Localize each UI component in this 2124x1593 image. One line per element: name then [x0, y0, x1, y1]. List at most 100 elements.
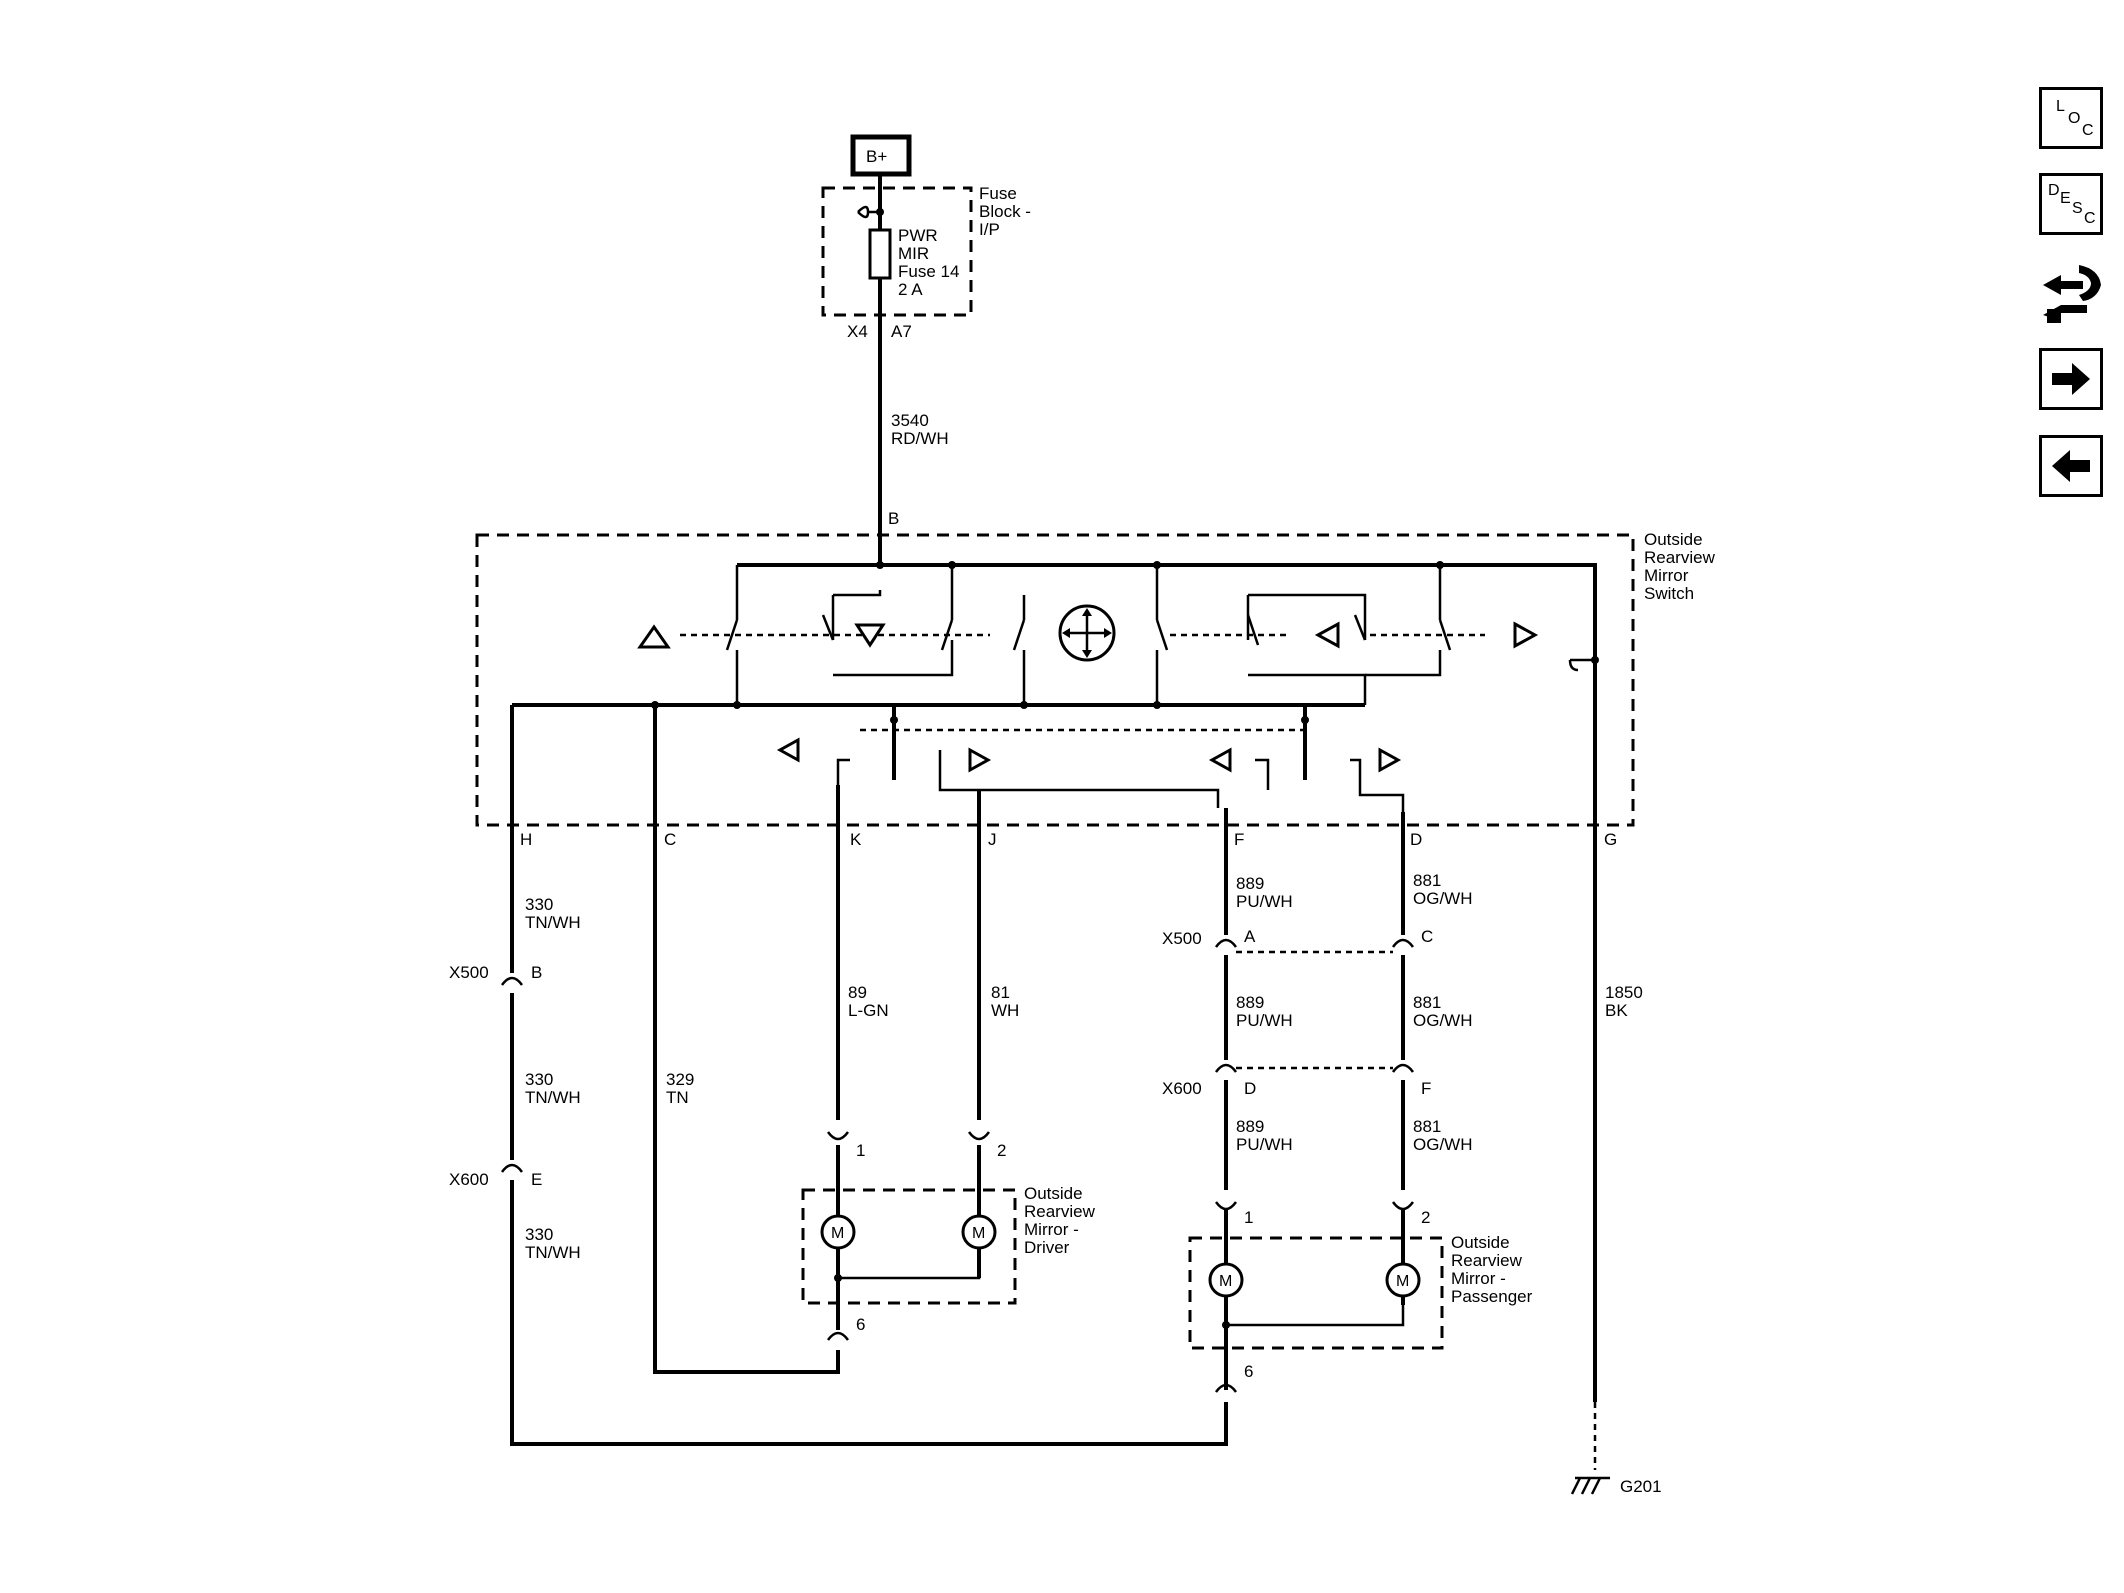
arrow-left-icon: [2052, 450, 2090, 482]
feed-wire-color: RD/WH: [891, 429, 949, 448]
passenger-motor-1-label: M: [1219, 1273, 1232, 1290]
switch-title-1: Outside: [1644, 530, 1703, 549]
passenger-mirror: M M Outside Rearview Mirror - Passenger …: [1188, 1208, 1533, 1381]
fuse-label-1: PWR: [898, 226, 938, 245]
x600-right-pin-f: F: [1421, 1079, 1431, 1098]
wire-d-b-circuit: 881: [1413, 993, 1441, 1012]
wire-c-circuit: 329: [666, 1070, 694, 1089]
passenger-pin-2: 2: [1421, 1208, 1430, 1227]
wire-c-color: TN: [666, 1088, 689, 1107]
x500-left-pin: B: [531, 963, 542, 982]
fuse-block-title-2: Block -: [979, 202, 1031, 221]
wire-f-a-color: PU/WH: [1236, 892, 1293, 911]
switch-pin-h: H: [520, 830, 532, 849]
switch-pin-c: C: [664, 830, 676, 849]
wire-d-c-color: OG/WH: [1413, 1135, 1473, 1154]
wire-j-color: WH: [991, 1001, 1019, 1020]
next-button[interactable]: [2039, 348, 2103, 410]
wire-f-b-circuit: 889: [1236, 993, 1264, 1012]
wire-h-b-color: TN/WH: [525, 1088, 581, 1107]
wire-d-c-circuit: 881: [1413, 1117, 1441, 1136]
passenger-pin-1: 1: [1244, 1208, 1253, 1227]
wire-h-a-circuit: 330: [525, 895, 553, 914]
battery-source: B+: [850, 134, 912, 177]
switch-title-2: Rearview: [1644, 548, 1716, 567]
previous-button[interactable]: [2039, 435, 2103, 497]
passenger-mirror-title-3: Mirror -: [1451, 1269, 1506, 1288]
fuse-label-3: Fuse 14: [898, 262, 959, 281]
wire-h-c-color: TN/WH: [525, 1243, 581, 1262]
driver-mirror: M M Outside Rearview Mirror - Driver 1 2…: [801, 1141, 1096, 1334]
x500-left-name: X500: [449, 963, 489, 982]
driver-mirror-title-2: Rearview: [1024, 1202, 1096, 1221]
driver-mirror-title-1: Outside: [1024, 1184, 1083, 1203]
wire-f-a-circuit: 889: [1236, 874, 1264, 893]
passenger-pin-6: 6: [1244, 1362, 1253, 1381]
wire-h-c-circuit: 330: [525, 1225, 553, 1244]
wire-h-b-circuit: 330: [525, 1070, 553, 1089]
switch-pin-f: F: [1234, 830, 1244, 849]
feed-wire-circuit: 3540: [891, 411, 929, 430]
x500-right-name: X500: [1162, 929, 1202, 948]
connector-tool-icon: [2043, 265, 2101, 323]
fuse-label-4: 2 A: [898, 280, 923, 299]
driver-motor-2-label: M: [972, 1225, 985, 1242]
location-button[interactable]: L O C: [2039, 87, 2103, 149]
desc-letter-c: C: [2084, 210, 2096, 227]
passenger-mirror-title-1: Outside: [1451, 1233, 1510, 1252]
switch-pin-j: J: [988, 830, 997, 849]
switch-title-4: Switch: [1644, 584, 1694, 603]
passenger-mirror-title-2: Rearview: [1451, 1251, 1523, 1270]
fuse-block-title-3: I/P: [979, 220, 1000, 239]
switch-pin-g: G: [1604, 830, 1617, 849]
wire-j-circuit: 81: [991, 983, 1010, 1002]
fuse-pin-left: X4: [847, 322, 868, 341]
driver-mirror-title-3: Mirror -: [1024, 1220, 1079, 1239]
switch-pin-d: D: [1410, 830, 1422, 849]
wire-g-color: BK: [1605, 1001, 1628, 1020]
driver-motor-1-label: M: [831, 1225, 844, 1242]
wire-f-b-color: PU/WH: [1236, 1011, 1293, 1030]
x600-right-name: X600: [1162, 1079, 1202, 1098]
driver-mirror-title-4: Driver: [1024, 1238, 1070, 1257]
battery-label: B+: [866, 147, 887, 166]
connector-tool-button[interactable]: [2039, 255, 2105, 331]
x600-left-name: X600: [449, 1170, 489, 1189]
x600-left-pin: E: [531, 1170, 542, 1189]
ground-label: G201: [1620, 1477, 1662, 1496]
passenger-motor-2-label: M: [1396, 1273, 1409, 1290]
loc-letter-c: C: [2082, 122, 2094, 139]
switch-pin-b: B: [888, 509, 899, 528]
x500-right-pin-a: A: [1244, 927, 1256, 946]
fuse-block-title-1: Fuse: [979, 184, 1017, 203]
desc-letter-d: D: [2048, 182, 2060, 199]
driver-pin-2: 2: [997, 1141, 1006, 1160]
wire-d-a-color: OG/WH: [1413, 889, 1473, 908]
fuse-label-2: MIR: [898, 244, 929, 263]
loc-letter-o: O: [2068, 110, 2081, 127]
wire-runs: [500, 660, 1610, 1495]
arrow-right-icon: [2052, 363, 2090, 395]
wire-f-c-circuit: 889: [1236, 1117, 1264, 1136]
description-button[interactable]: D E S C: [2039, 173, 2103, 235]
fuse-pin-right: A7: [891, 322, 912, 341]
switch-pin-k: K: [850, 830, 862, 849]
switch-title-3: Mirror: [1644, 566, 1689, 585]
wire-d-b-color: OG/WH: [1413, 1011, 1473, 1030]
wire-g-circuit: 1850: [1605, 983, 1643, 1002]
driver-pin-6: 6: [856, 1315, 865, 1334]
wire-h-a-color: TN/WH: [525, 913, 581, 932]
desc-letter-e: E: [2060, 190, 2071, 207]
driver-pin-1: 1: [856, 1141, 865, 1160]
fuse-block: Fuse Block - I/P PWR MIR Fuse 14 2 A X4 …: [821, 174, 1031, 562]
desc-letter-s: S: [2072, 200, 2083, 217]
wire-d-a-circuit: 881: [1413, 871, 1441, 890]
x600-right-pin-d: D: [1244, 1079, 1256, 1098]
wire-k-color: L-GN: [848, 1001, 889, 1020]
wire-k-circuit: 89: [848, 983, 867, 1002]
wire-f-c-color: PU/WH: [1236, 1135, 1293, 1154]
passenger-mirror-title-4: Passenger: [1451, 1287, 1533, 1306]
x500-right-pin-c: C: [1421, 927, 1433, 946]
loc-letter-l: L: [2056, 98, 2065, 115]
